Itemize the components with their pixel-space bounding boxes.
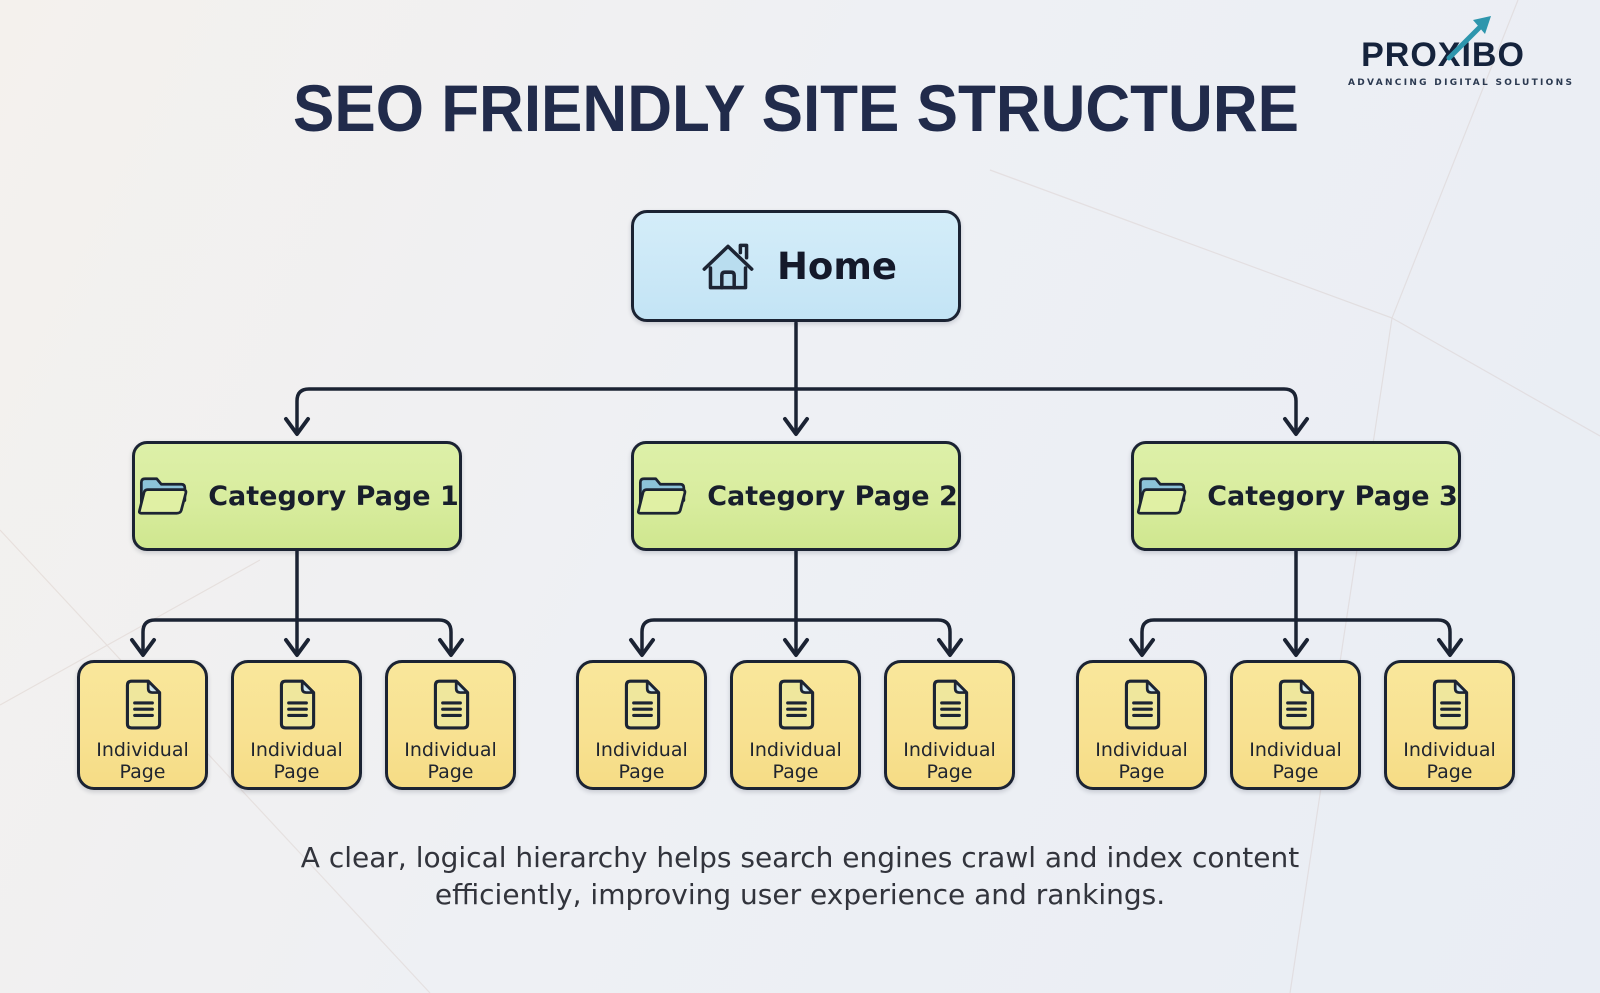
individual-page-label: Individual Page xyxy=(250,739,343,784)
document-icon xyxy=(778,679,814,730)
document-icon xyxy=(433,679,469,730)
individual-page-node: Individual Page xyxy=(884,660,1015,790)
category-label: Category Page 1 xyxy=(208,480,459,512)
caption: A clear, logical hierarchy helps search … xyxy=(0,840,1600,914)
individual-page-label: Individual Page xyxy=(96,739,189,784)
document-icon xyxy=(932,679,968,730)
individual-page-label: Individual Page xyxy=(749,739,842,784)
folder-icon xyxy=(138,477,188,515)
folder-icon xyxy=(637,477,687,515)
individual-page-node: Individual Page xyxy=(1230,660,1361,790)
home-icon xyxy=(702,243,754,290)
individual-page-label: Individual Page xyxy=(595,739,688,784)
caption-line-1: A clear, logical hierarchy helps search … xyxy=(300,841,1300,874)
page-title: SEO FRIENDLY SITE STRUCTURE xyxy=(293,72,1299,147)
caption-line-2: efficiently, improving user experience a… xyxy=(434,877,1166,911)
home-node: Home xyxy=(631,210,961,322)
logo-tagline: ADVANCING DIGITAL SOLUTIONS xyxy=(1348,78,1575,88)
category-node-1: Category Page 1 xyxy=(132,441,462,551)
individual-page-node: Individual Page xyxy=(730,660,861,790)
individual-page-node: Individual Page xyxy=(1384,660,1515,790)
document-icon xyxy=(1124,679,1160,730)
individual-page-node: Individual Page xyxy=(231,660,362,790)
document-icon xyxy=(125,679,161,730)
individual-page-label: Individual Page xyxy=(903,739,996,784)
category-label: Category Page 2 xyxy=(707,480,958,512)
individual-page-label: Individual Page xyxy=(404,739,497,784)
category-node-2: Category Page 2 xyxy=(631,441,961,551)
document-icon xyxy=(1432,679,1468,730)
logo-wordmark: PROXIBO xyxy=(1361,36,1525,74)
logo-arrow-icon xyxy=(1446,16,1491,61)
document-icon xyxy=(279,679,315,730)
individual-page-node: Individual Page xyxy=(385,660,516,790)
document-icon xyxy=(624,679,660,730)
individual-page-node: Individual Page xyxy=(1076,660,1207,790)
category-label: Category Page 3 xyxy=(1207,480,1458,512)
category-node-3: Category Page 3 xyxy=(1131,441,1461,551)
individual-page-label: Individual Page xyxy=(1095,739,1188,784)
folder-icon xyxy=(1137,477,1187,515)
document-icon xyxy=(1278,679,1314,730)
individual-page-node: Individual Page xyxy=(576,660,707,790)
individual-page-node: Individual Page xyxy=(77,660,208,790)
brand-logo: PROXIBO ADVANCING DIGITAL SOLUTIONS xyxy=(1348,16,1575,88)
individual-page-label: Individual Page xyxy=(1249,739,1342,784)
individual-page-label: Individual Page xyxy=(1403,739,1496,784)
home-label: Home xyxy=(776,244,898,288)
